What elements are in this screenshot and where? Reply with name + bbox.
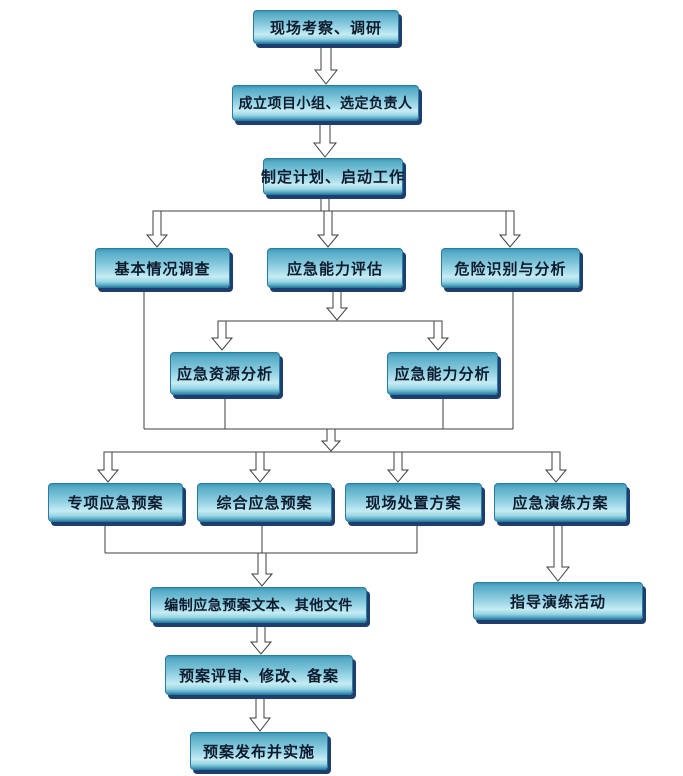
arrow-form-team-to-make-plan <box>312 120 338 158</box>
arrow-drill-plan-to-guide-drill <box>545 521 571 582</box>
node-form-team: 成立项目小组、选定负责人 <box>232 85 419 121</box>
arrow-to-drill-plan <box>544 451 568 483</box>
node-hazard-identification: 危险识别与分析 <box>441 248 580 288</box>
arrow-merge-to-distribution <box>320 428 342 452</box>
node-capability-analysis: 应急能力分析 <box>387 352 498 395</box>
node-resource-analysis: 应急资源分析 <box>170 352 280 395</box>
node-onsite-plan: 现场处置方案 <box>345 483 482 522</box>
node-basic-survey: 基本情况调查 <box>95 248 230 288</box>
node-capability-assessment: 应急能力评估 <box>267 248 403 288</box>
arrow-site-survey-to-form-team <box>313 43 339 85</box>
node-publish-implement: 预案发布并实施 <box>190 732 328 770</box>
node-drill-plan: 应急演练方案 <box>494 483 627 522</box>
arrow-to-publish-implement <box>248 695 272 732</box>
node-compile-documents: 编制应急预案文本、其他文件 <box>150 587 367 623</box>
arrow-to-capability-assessment <box>316 210 340 248</box>
shaft-make-plan-to-split <box>320 195 330 211</box>
node-review-revise: 预案评审、修改、备案 <box>165 655 353 695</box>
node-guide-drill: 指导演练活动 <box>473 582 643 620</box>
node-make-plan: 制定计划、启动工作 <box>261 158 404 195</box>
node-comprehensive-plan: 综合应急预案 <box>197 483 332 522</box>
arrow-to-special-plan <box>96 451 120 483</box>
arrow-to-hazard-identification <box>498 210 522 248</box>
arrow-to-resource-analysis <box>210 320 234 351</box>
arrow-to-comprehensive-plan <box>248 451 272 483</box>
arrow-to-compile-documents <box>250 552 274 587</box>
node-special-plan: 专项应急预案 <box>48 483 183 522</box>
arrow-to-onsite-plan <box>386 451 410 483</box>
arrow-to-capability-analysis <box>426 320 450 351</box>
node-site-survey: 现场考察、调研 <box>253 10 399 44</box>
arrow-to-review-revise <box>249 622 273 655</box>
arrow-to-basic-survey <box>145 210 169 248</box>
arrow-capability-assessment-down <box>325 287 349 321</box>
